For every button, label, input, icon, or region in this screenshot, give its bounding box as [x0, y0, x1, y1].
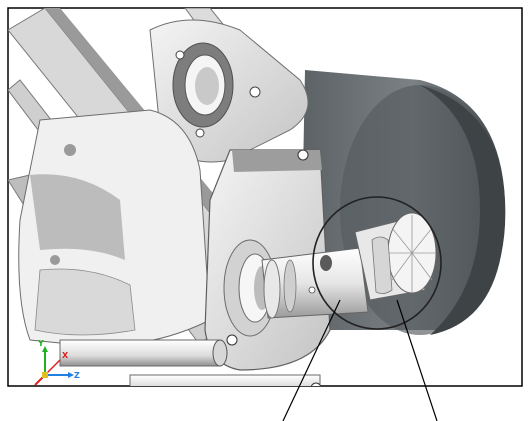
axis-x-label: X	[62, 351, 69, 360]
axis-z-label: Z	[74, 371, 80, 380]
lower-rod	[59, 339, 322, 386]
magnifier-circle-icon	[312, 196, 442, 330]
axis-y-label: Y	[37, 339, 44, 348]
spline-gear	[354, 212, 437, 301]
leader-line-shaft	[282, 299, 341, 421]
gear-housing-left	[18, 109, 211, 347]
leader-line-gear	[396, 299, 438, 421]
ucs-axis-icon: Y X Z	[34, 339, 80, 386]
upper-bracket	[149, 19, 309, 163]
bolt-icon	[308, 286, 316, 294]
